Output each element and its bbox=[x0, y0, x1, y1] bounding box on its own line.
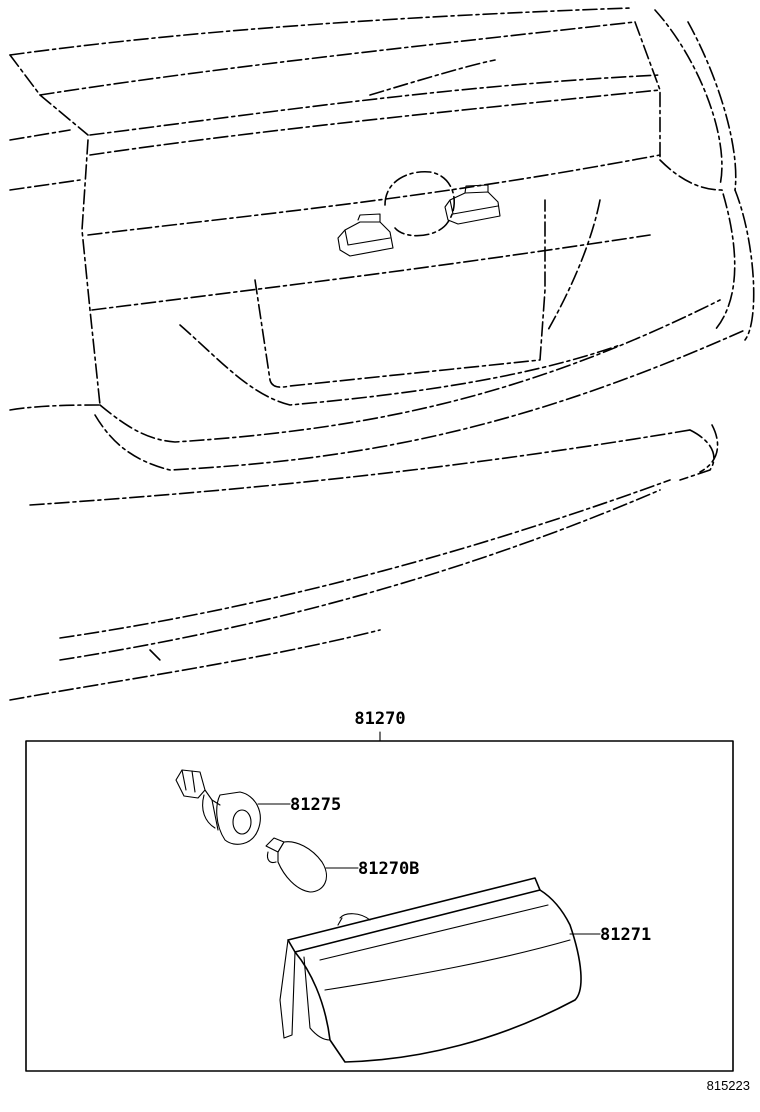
part-label-81275: 81275 bbox=[290, 795, 341, 815]
assembly-frame bbox=[25, 740, 734, 1072]
license-lamp-left bbox=[337, 213, 394, 257]
bulb-part bbox=[265, 837, 327, 893]
license-lamp-right bbox=[444, 184, 501, 225]
lens-part bbox=[279, 877, 582, 1063]
part-label-81270B: 81270B bbox=[358, 859, 419, 879]
part-label-81271: 81271 bbox=[600, 925, 651, 945]
part-label-81270: 81270 bbox=[354, 709, 405, 729]
vehicle-rear-outline bbox=[9, 7, 755, 701]
socket-part bbox=[175, 769, 261, 845]
assembly-group: 81270 bbox=[25, 709, 734, 1072]
illustration-code: 815223 bbox=[707, 1078, 750, 1093]
